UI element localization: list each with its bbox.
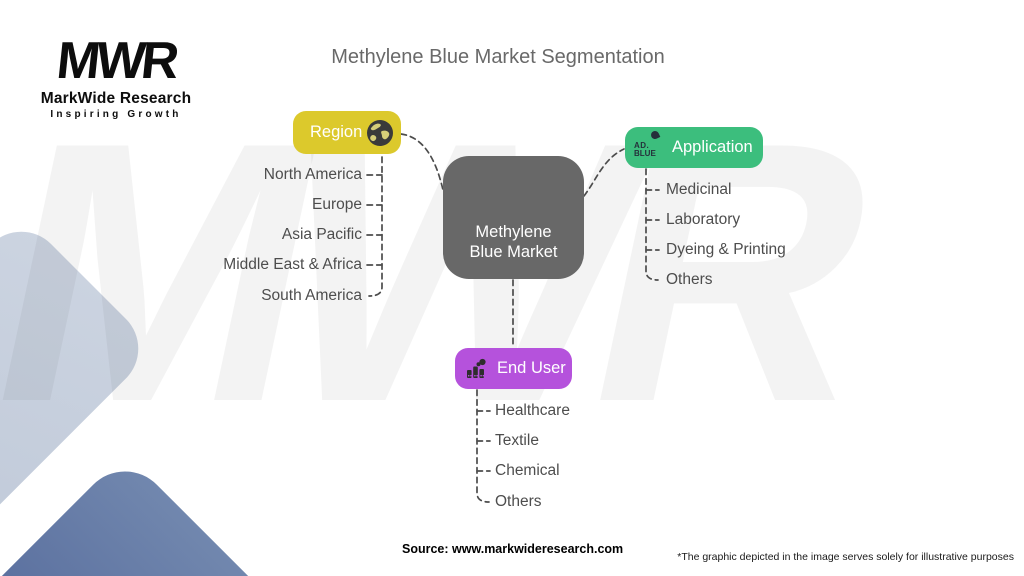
decor-blue-diamond xyxy=(0,452,338,576)
end-user-label: End User xyxy=(497,359,566,377)
end-user-item-chemical: Chemical xyxy=(495,462,560,479)
application-item-others: Others xyxy=(666,271,713,288)
region-item-south-america: South America xyxy=(261,287,362,304)
branch-node-application: AD. BLUE Application xyxy=(625,127,763,168)
connector-application-vertical xyxy=(645,168,659,281)
connector-enduser-vertical xyxy=(476,389,490,503)
logo-name: MarkWide Research xyxy=(40,89,192,107)
adblue-icon-text-top: AD. xyxy=(634,140,650,150)
region-item-asia-pacific: Asia Pacific xyxy=(281,226,362,243)
factory-icon xyxy=(467,358,486,378)
branch-node-end-user: End User xyxy=(455,348,572,389)
central-node: Methylene Blue Market xyxy=(443,156,584,279)
central-node-label-line2: Blue Market xyxy=(469,242,558,261)
droplet-icon xyxy=(649,129,661,140)
region-label: Region xyxy=(310,123,363,141)
application-item-medicinal: Medicinal xyxy=(666,181,732,198)
region-item-north-america: North America xyxy=(263,166,362,183)
branch-node-region: Region xyxy=(293,111,401,154)
disclaimer-text: *The graphic depicted in the image serve… xyxy=(677,551,1014,563)
connector-region-curve xyxy=(400,133,444,191)
end-user-item-textile: Textile xyxy=(495,432,539,449)
application-label: Application xyxy=(672,138,753,156)
source-text: Source: www.markwideresearch.com xyxy=(402,542,624,556)
globe-icon xyxy=(367,119,393,146)
region-item-europe: Europe xyxy=(312,196,362,213)
application-item-laboratory: Laboratory xyxy=(666,211,741,228)
adblue-icon-text-bottom: BLUE xyxy=(634,148,656,158)
page-title: Methylene Blue Market Segmentation xyxy=(331,46,665,68)
end-user-item-others: Others xyxy=(495,493,542,510)
logo-tagline: Inspiring Growth xyxy=(50,108,182,120)
connector-application-curve xyxy=(583,148,625,197)
logo: MWR MarkWide Research Inspiring Growth xyxy=(36,32,196,120)
application-item-dyeing-printing: Dyeing & Printing xyxy=(666,241,786,258)
connector-region-vertical xyxy=(368,156,383,297)
end-user-item-healthcare: Healthcare xyxy=(495,402,570,419)
central-node-label-line1: Methylene xyxy=(475,222,552,241)
region-item-middle-east-africa: Middle East & Africa xyxy=(223,256,362,273)
adblue-icon: AD. BLUE xyxy=(634,129,664,161)
